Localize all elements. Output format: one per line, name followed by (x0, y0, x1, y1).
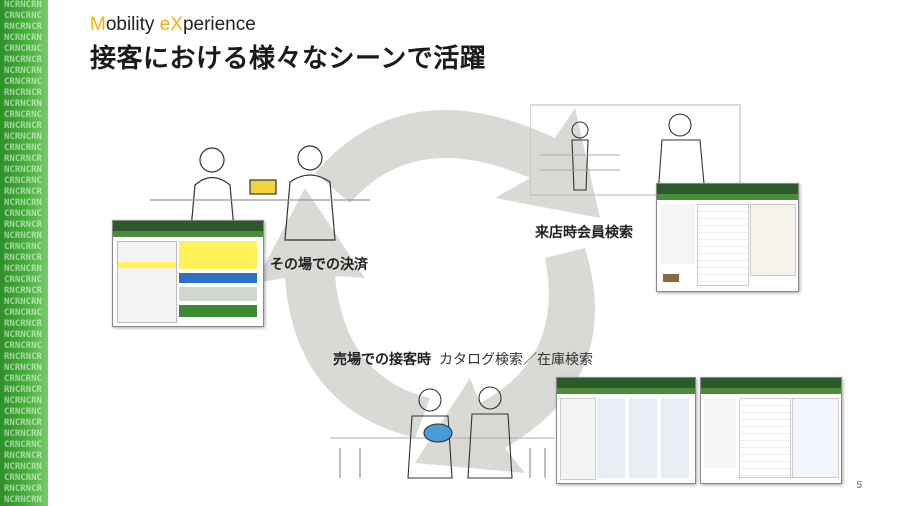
member-search-tablet-screen (656, 183, 799, 292)
scene-label-checkout: その場での決済 (270, 257, 368, 273)
store-entrance-illustration (529, 104, 741, 196)
page-title: 接客における様々なシーンで活躍 (90, 44, 487, 74)
decorative-green-strip: NCRNCRNCRNCRNCRNCRNCRNCRNCRNCRNCRNCRNCRN… (0, 0, 48, 506)
brand-logo: Mobility eXperience (90, 14, 256, 35)
scene-floor-service (330, 378, 555, 486)
strip-texture: NCRNCRNCRNCRNCRNCRNCRNCRNCRNCRNCRNCRNCRN… (4, 0, 42, 505)
page-number: 5 (856, 480, 862, 491)
catalog-search-tablet-screen (556, 377, 696, 484)
inventory-search-tablet-screen (700, 377, 842, 484)
cycle-arrows-graphic (255, 108, 600, 473)
scene-label-member-search: 来店時会員検索 (535, 225, 633, 241)
scene-member-search (529, 95, 745, 200)
scene-label-floor: 売場での接客時カタログ検索／在庫検索 (333, 352, 593, 368)
floor-service-illustration (330, 386, 555, 479)
pos-tablet-screen (112, 220, 264, 327)
